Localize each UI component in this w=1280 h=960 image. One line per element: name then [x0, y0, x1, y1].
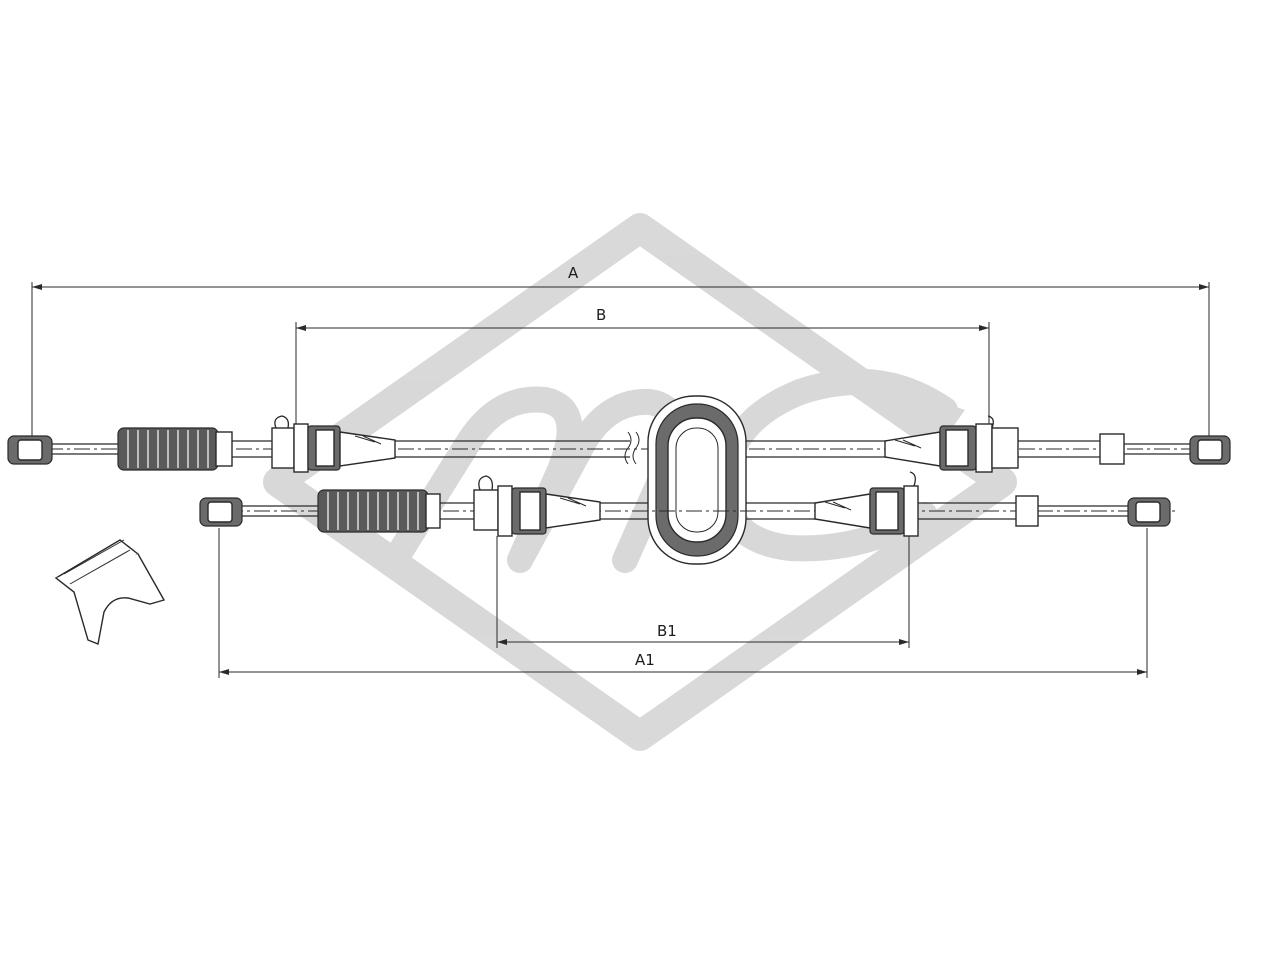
lower-cable [199, 471, 1175, 537]
lower-bellows-boot [317, 489, 429, 533]
dimension-b1: B1 [496, 536, 910, 648]
dimension-label-a1: A1 [635, 651, 655, 669]
grommet [647, 395, 747, 565]
dimension-a: A [31, 264, 1210, 436]
upper-cable [7, 415, 1231, 473]
dimension-label-b: B [596, 306, 606, 324]
dimension-a1: A1 [218, 528, 1148, 678]
retaining-clip [54, 539, 166, 645]
dimension-label-b1: B1 [657, 622, 677, 640]
upper-left-adjuster [271, 427, 295, 469]
dimension-label-a: A [568, 264, 579, 282]
lower-left-adjuster [473, 489, 499, 531]
